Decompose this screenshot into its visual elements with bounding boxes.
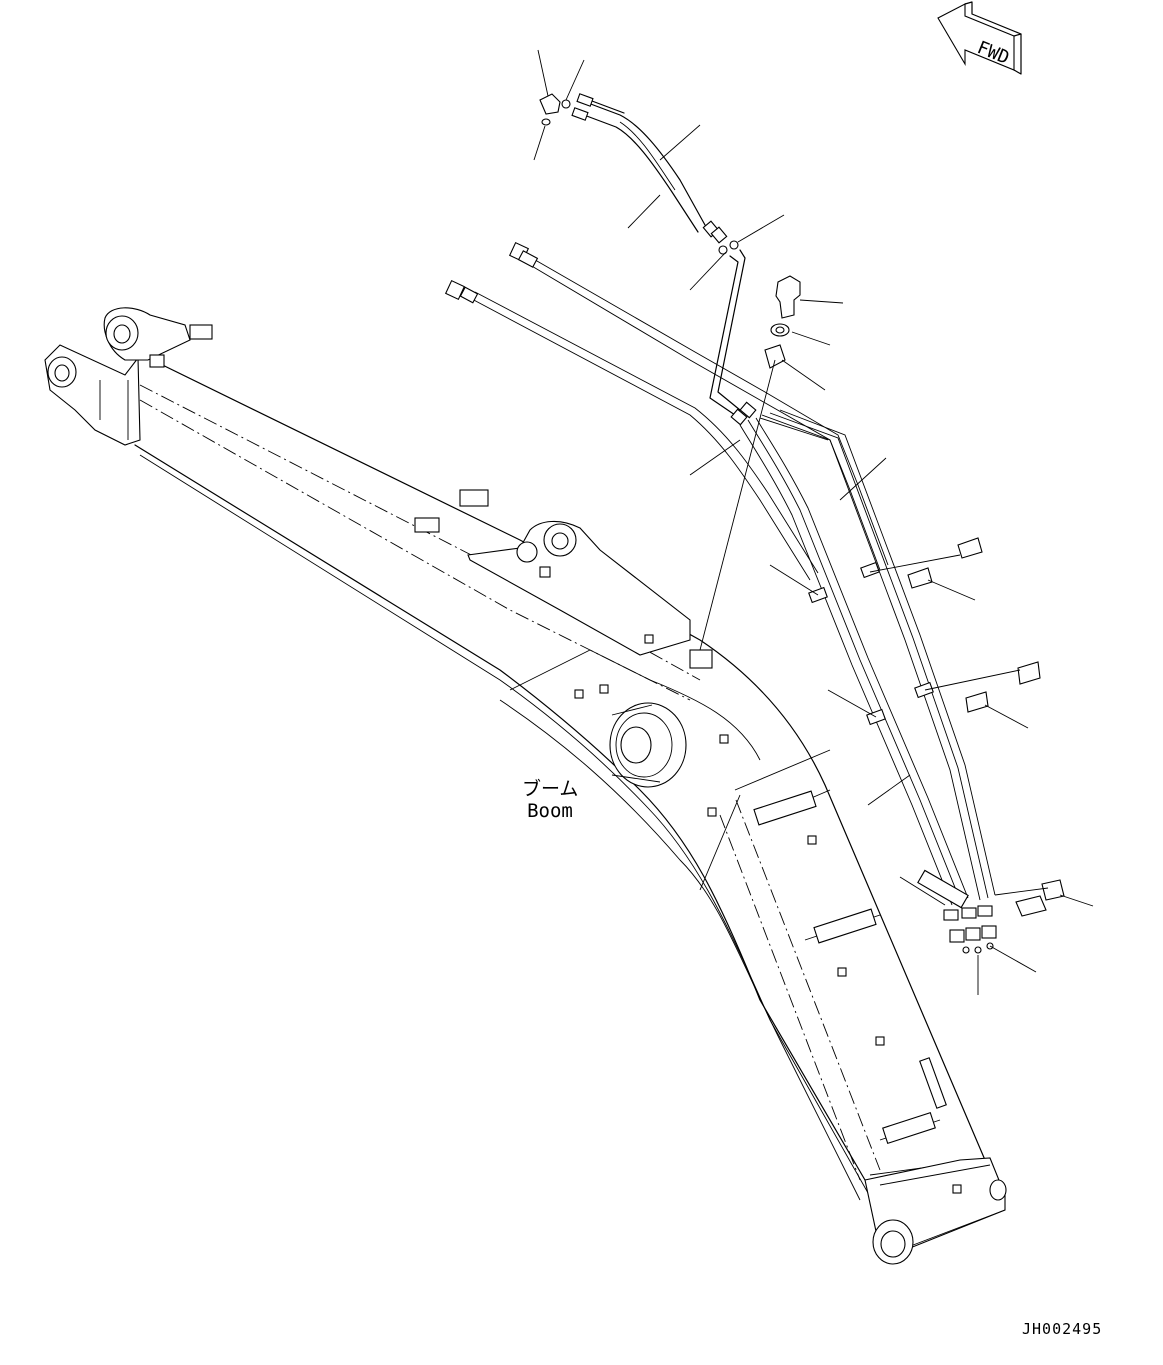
boom-label: ブーム Boom	[522, 778, 578, 822]
boom-label-english: Boom	[527, 800, 573, 822]
boom-fasteners	[707, 734, 947, 1145]
hose-assembly	[539, 93, 739, 255]
boom-foot-bracket	[44, 307, 213, 446]
boom-cylinder-bracket	[414, 489, 713, 699]
steel-tubes	[444, 241, 997, 954]
drawing-number: JH002495	[1022, 1320, 1103, 1338]
boom-tip	[864, 1157, 1007, 1265]
boom-label-japanese: ブーム	[522, 778, 579, 800]
clamp-hardware	[699, 275, 1065, 917]
leader-lines	[533, 49, 1094, 995]
boom-body	[134, 353, 986, 1201]
fwd-arrow-icon: FWD	[937, 1, 1022, 75]
boom-pivot-boss	[609, 702, 687, 788]
